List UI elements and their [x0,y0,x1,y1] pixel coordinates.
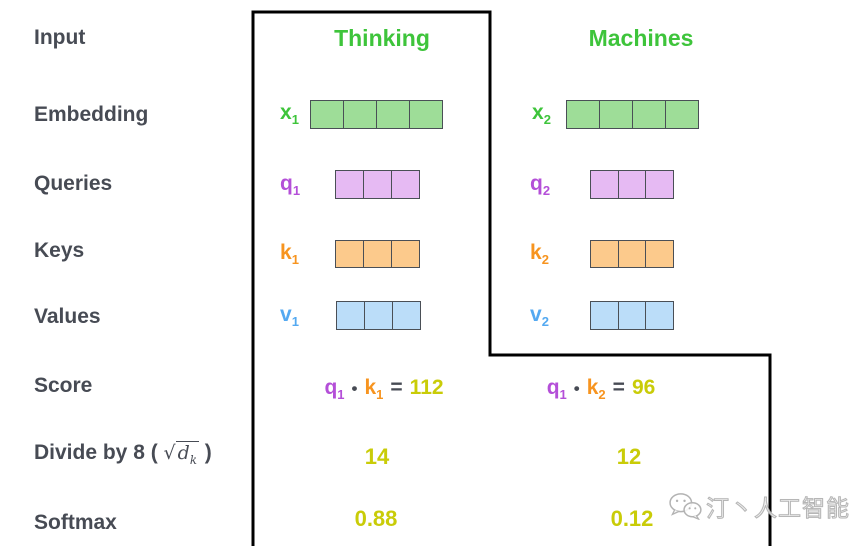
vector-cell [337,302,364,329]
row-label-softmax: Softmax [34,511,117,534]
x1-label: x1 [280,101,299,128]
radicand-base: d [177,442,190,464]
k1-label: k1 [280,241,299,268]
v2-vector [590,301,674,330]
q1-vector [335,170,420,199]
row-label-input: Input [34,26,86,49]
divided-value-thinking: 14 [364,444,390,469]
v2-label: v2 [530,303,549,330]
x2-label: x2 [532,101,551,128]
vector-cell [617,302,646,329]
k2-vector [590,240,674,268]
row-label-score: Score [34,374,93,397]
vector-cell [617,241,646,267]
divide-prefix: Divide by 8 ( [34,441,164,464]
q2-vector [590,170,674,199]
k1-vector [335,240,420,268]
vector-cell [591,171,618,198]
vector-cell [343,101,376,128]
vector-cell [336,241,363,267]
score-machines: q1 • k2 = 96 [546,376,656,403]
k2-label: k2 [530,241,549,268]
vector-cell [364,302,392,329]
vector-cell [591,302,618,329]
radicand-sub: k [189,452,197,467]
softmax-value-machines: 0.12 [610,506,654,531]
vector-cell [391,241,419,267]
vector-cell [617,171,646,198]
row-label-embedding: Embedding [34,103,149,126]
sqrt-symbol: √ [163,442,176,464]
sqrt-radicand: dk [175,441,199,467]
vector-cell [645,171,674,198]
score-value-machines: 96 [631,376,656,399]
column-title-thinking: Thinking [334,25,430,51]
vector-cell [391,171,419,198]
row-label-keys: Keys [34,239,85,262]
equals-sign: = [390,376,403,399]
dot-operator: • [351,379,358,398]
vector-cell [376,101,409,128]
vector-cell [665,101,698,128]
q2-label: q2 [530,172,551,199]
vector-cell [567,101,599,128]
wechat-icon [669,493,702,520]
score-value-thinking: 112 [409,376,444,399]
vector-cell [591,241,618,267]
row-label-queries: Queries [34,172,113,195]
score-thinking: q1 • k1 = 112 [324,376,444,403]
v1-label: v1 [280,303,299,330]
vector-cell [645,302,674,329]
softmax-value-thinking: 0.88 [354,506,398,531]
vector-cell [336,171,363,198]
row-label-divide: Divide by 8 ( √dk ) [34,441,212,467]
vector-cell [363,241,391,267]
x2-vector [566,100,699,129]
vector-cell [311,101,343,128]
vector-cell [632,101,665,128]
row-label-values: Values [34,305,101,328]
vector-cell [409,101,442,128]
sqrt-dk-expression: √dk [163,441,199,467]
column-title-machines: Machines [588,25,694,51]
q1-label: q1 [280,172,301,199]
vector-cell [363,171,391,198]
dot-operator: • [573,379,580,398]
divided-value-machines: 12 [616,444,642,469]
equals-sign: = [612,376,625,399]
x1-vector [310,100,443,129]
v1-vector [336,301,421,330]
divide-suffix: ) [198,441,212,464]
watermark-text: 汀丶人工智能 [706,496,850,523]
watermark: 汀丶人工智能 [668,489,850,523]
vector-cell [599,101,632,128]
vector-cell [645,241,674,267]
vector-cell [392,302,420,329]
